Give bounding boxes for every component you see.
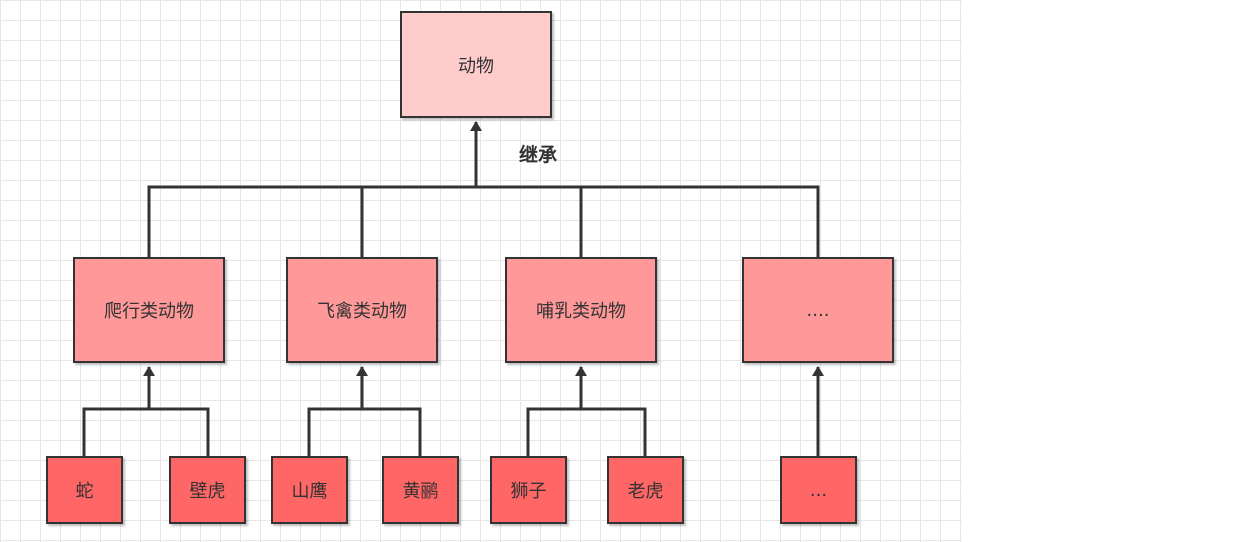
category-node-other[interactable]: .... — [742, 257, 894, 363]
leaf-node-other[interactable]: ... — [780, 456, 857, 524]
mammal-connector — [526, 407, 647, 456]
category-label: 哺乳类动物 — [536, 301, 626, 322]
leaf-node-lion[interactable]: 狮子 — [490, 456, 567, 524]
leaf-label: 老虎 — [627, 481, 664, 502]
leaf-node-tiger[interactable]: 老虎 — [607, 456, 684, 524]
root-connector — [147, 185, 820, 257]
leaf-node-gecko[interactable]: 壁虎 — [169, 456, 246, 524]
root-node-label: 动物 — [458, 55, 494, 77]
leaf-label: 山鹰 — [291, 481, 328, 502]
leaf-label: 黄鹂 — [402, 481, 439, 502]
leaf-node-eagle[interactable]: 山鹰 — [271, 456, 348, 524]
category-label: 飞禽类动物 — [317, 301, 407, 322]
category-label: .... — [806, 299, 830, 321]
inheritance-label: 继承 — [519, 144, 558, 166]
leaf-node-oriole[interactable]: 黄鹂 — [382, 456, 459, 524]
category-label: 爬行类动物 — [104, 301, 194, 322]
leaf-label: 蛇 — [75, 481, 94, 502]
root-node-animal[interactable]: 动物 — [400, 11, 552, 118]
diagram-canvas: 动物 继承 爬行类动物 飞禽类动物 哺乳类动物 .... 蛇 壁虎 山鹰 黄鹂 … — [0, 0, 962, 542]
category-node-reptile[interactable]: 爬行类动物 — [73, 257, 225, 363]
category-node-bird[interactable]: 飞禽类动物 — [286, 257, 438, 363]
leaf-label: ... — [809, 479, 828, 501]
reptile-connector — [82, 407, 210, 456]
leaf-node-snake[interactable]: 蛇 — [46, 456, 123, 524]
leaf-label: 狮子 — [510, 481, 547, 502]
bird-connector — [307, 407, 422, 456]
connector-lines — [82, 121, 824, 456]
category-node-mammal[interactable]: 哺乳类动物 — [505, 257, 657, 363]
leaf-label: 壁虎 — [189, 481, 226, 502]
